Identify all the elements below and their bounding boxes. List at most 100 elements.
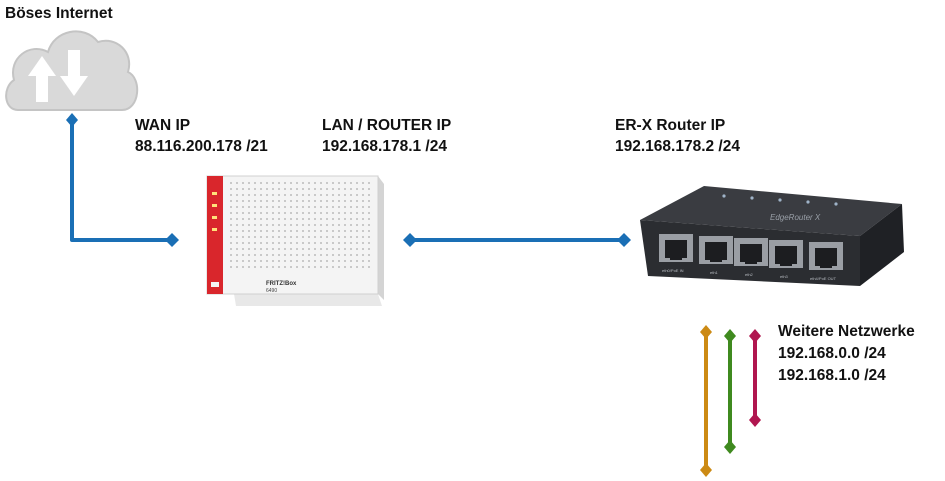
erx-port-1 (699, 236, 733, 264)
vent-dot (314, 266, 316, 268)
vent-dot (332, 194, 334, 196)
vent-dot (356, 188, 358, 190)
vent-dot (308, 248, 310, 250)
vent-dot (296, 230, 298, 232)
vent-dot (290, 242, 292, 244)
vent-dot (260, 224, 262, 226)
vent-dot (314, 242, 316, 244)
vent-dot (302, 224, 304, 226)
vent-dot (236, 200, 238, 202)
vent-dot (302, 218, 304, 220)
vent-dot (362, 248, 364, 250)
vent-dot (332, 266, 334, 268)
vent-dot (320, 248, 322, 250)
vent-dot (326, 266, 328, 268)
vent-dot (302, 254, 304, 256)
lan-router-ip-address: 192.168.178.1 /24 (322, 138, 447, 155)
vent-dot (332, 230, 334, 232)
vent-dot (314, 188, 316, 190)
vent-dot (254, 224, 256, 226)
vent-dot (320, 242, 322, 244)
vent-dot (326, 254, 328, 256)
vent-dot (290, 188, 292, 190)
vent-dot (278, 188, 280, 190)
vent-dot (290, 236, 292, 238)
vent-dot (308, 242, 310, 244)
download-arrow-icon (60, 50, 88, 96)
vent-dot (308, 254, 310, 256)
vent-dot (284, 194, 286, 196)
vent-dot (332, 206, 334, 208)
vent-dot (314, 254, 316, 256)
vent-dot (230, 218, 232, 220)
vent-dot (266, 206, 268, 208)
vent-dot (272, 218, 274, 220)
vent-dot (284, 200, 286, 202)
vent-dot (368, 206, 370, 208)
vent-dot (260, 248, 262, 250)
vent-dot (254, 230, 256, 232)
vent-dot (332, 188, 334, 190)
vent-dot (314, 212, 316, 214)
vent-dot (254, 212, 256, 214)
vent-dot (230, 260, 232, 262)
vent-dot (248, 200, 250, 202)
vent-dot (248, 182, 250, 184)
vent-dot (278, 248, 280, 250)
vent-dot (254, 248, 256, 250)
vent-dot (350, 194, 352, 196)
vent-dot (344, 260, 346, 262)
vent-dot (284, 248, 286, 250)
vent-dot (368, 236, 370, 238)
vent-dot (254, 188, 256, 190)
vent-dot (284, 188, 286, 190)
vent-dot (338, 194, 340, 196)
vent-dot (242, 188, 244, 190)
vent-dot (308, 206, 310, 208)
vent-dot (368, 200, 370, 202)
vent-dot (254, 254, 256, 256)
vent-dot (350, 266, 352, 268)
vent-dot (230, 200, 232, 202)
vent-dot (314, 230, 316, 232)
vent-dot (296, 242, 298, 244)
vent-dot (254, 182, 256, 184)
erx-port-0 (659, 234, 693, 262)
vent-dot (320, 182, 322, 184)
vent-dot (248, 188, 250, 190)
vent-dot (254, 206, 256, 208)
vent-dot (350, 254, 352, 256)
vent-dot (296, 212, 298, 214)
vent-dot (230, 230, 232, 232)
vent-dot (242, 230, 244, 232)
vent-dot (332, 260, 334, 262)
vent-dot (254, 194, 256, 196)
vent-dot (320, 254, 322, 256)
vent-dot (338, 212, 340, 214)
vent-dot (368, 266, 370, 268)
vent-dot (290, 248, 292, 250)
vent-dot (338, 242, 340, 244)
vent-dot (326, 236, 328, 238)
erx-router-ip-address: 192.168.178.2 /24 (615, 138, 740, 155)
vent-dot (338, 224, 340, 226)
vent-dot (362, 218, 364, 220)
vent-dot (260, 212, 262, 214)
vent-dot (308, 230, 310, 232)
vent-dot (284, 254, 286, 256)
vent-dot (296, 236, 298, 238)
vent-dot (230, 194, 232, 196)
vent-dot (284, 212, 286, 214)
vent-dot (308, 266, 310, 268)
vent-dot (302, 200, 304, 202)
vent-dot (356, 266, 358, 268)
vent-dot (338, 236, 340, 238)
vent-dot (320, 218, 322, 220)
vent-dot (344, 266, 346, 268)
vent-dot (272, 248, 274, 250)
vent-dot (290, 194, 292, 196)
vent-dot (236, 194, 238, 196)
vent-dot (272, 254, 274, 256)
vent-dot (284, 182, 286, 184)
vent-dot (278, 206, 280, 208)
